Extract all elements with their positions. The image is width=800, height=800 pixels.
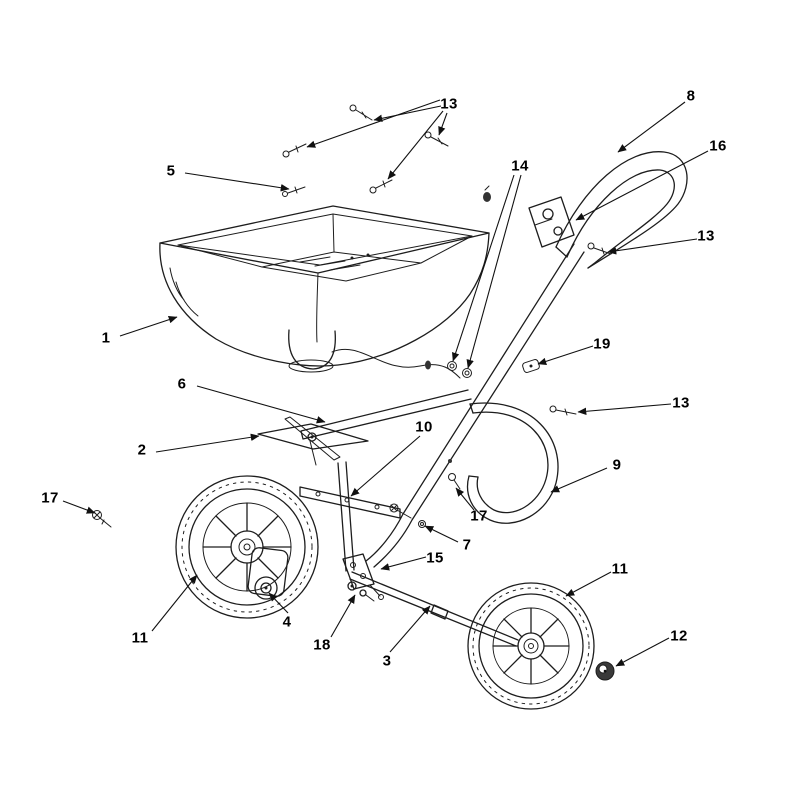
leader-lines <box>62 99 709 667</box>
callout-13-top: 13 <box>440 95 458 113</box>
clamp-icon <box>522 359 540 373</box>
bolt-icon <box>282 150 290 158</box>
hopper <box>159 205 490 379</box>
bolt-icon <box>587 242 595 250</box>
callout-2: 2 <box>137 441 147 459</box>
callout-5: 5 <box>166 162 176 180</box>
callout-4: 4 <box>282 613 292 631</box>
axle-assembly <box>342 553 519 647</box>
callout-17-left: 17 <box>41 489 59 507</box>
screw-icon <box>92 510 102 520</box>
bolt-icon <box>549 405 557 413</box>
callout-13-mid-right: 13 <box>672 394 690 412</box>
callout-18: 18 <box>313 636 331 654</box>
bolt-icon <box>424 131 432 139</box>
nut-icon <box>462 368 472 378</box>
handle-bracket <box>528 196 575 248</box>
clip-icon <box>483 192 491 202</box>
callout-7: 7 <box>462 536 472 554</box>
handle-assembly <box>528 151 688 269</box>
callout-16: 16 <box>709 137 727 155</box>
impeller <box>257 416 369 461</box>
bolt-icon <box>349 104 357 112</box>
callout-6: 6 <box>177 375 187 393</box>
callout-3: 3 <box>382 652 392 670</box>
crossbar <box>299 486 401 519</box>
callout-12: 12 <box>670 627 688 645</box>
callout-9: 9 <box>612 456 622 474</box>
callout-17-mid: 17 <box>470 507 488 525</box>
frame <box>299 243 585 572</box>
callout-19: 19 <box>593 335 611 353</box>
gearbox <box>247 547 289 600</box>
left-wheel <box>175 475 319 619</box>
axle-collar <box>430 604 449 620</box>
callout-11-right: 11 <box>611 560 629 578</box>
fasteners <box>92 104 615 681</box>
screw-icon <box>282 191 288 197</box>
front-leg <box>337 461 355 572</box>
nut-icon <box>447 361 457 371</box>
callout-11-left: 11 <box>131 629 149 647</box>
nut-icon <box>418 520 426 528</box>
callout-1: 1 <box>101 329 111 347</box>
callout-13-upper-right: 13 <box>697 227 715 245</box>
right-wheel <box>467 582 595 710</box>
bolt-icon <box>369 186 377 194</box>
axle-bracket <box>342 553 375 590</box>
callout-8: 8 <box>686 87 696 105</box>
callout-15: 15 <box>426 549 444 567</box>
screw-icon <box>389 503 399 513</box>
screw-icon <box>448 473 456 481</box>
callout-14: 14 <box>511 157 529 175</box>
callout-10: 10 <box>415 418 433 436</box>
